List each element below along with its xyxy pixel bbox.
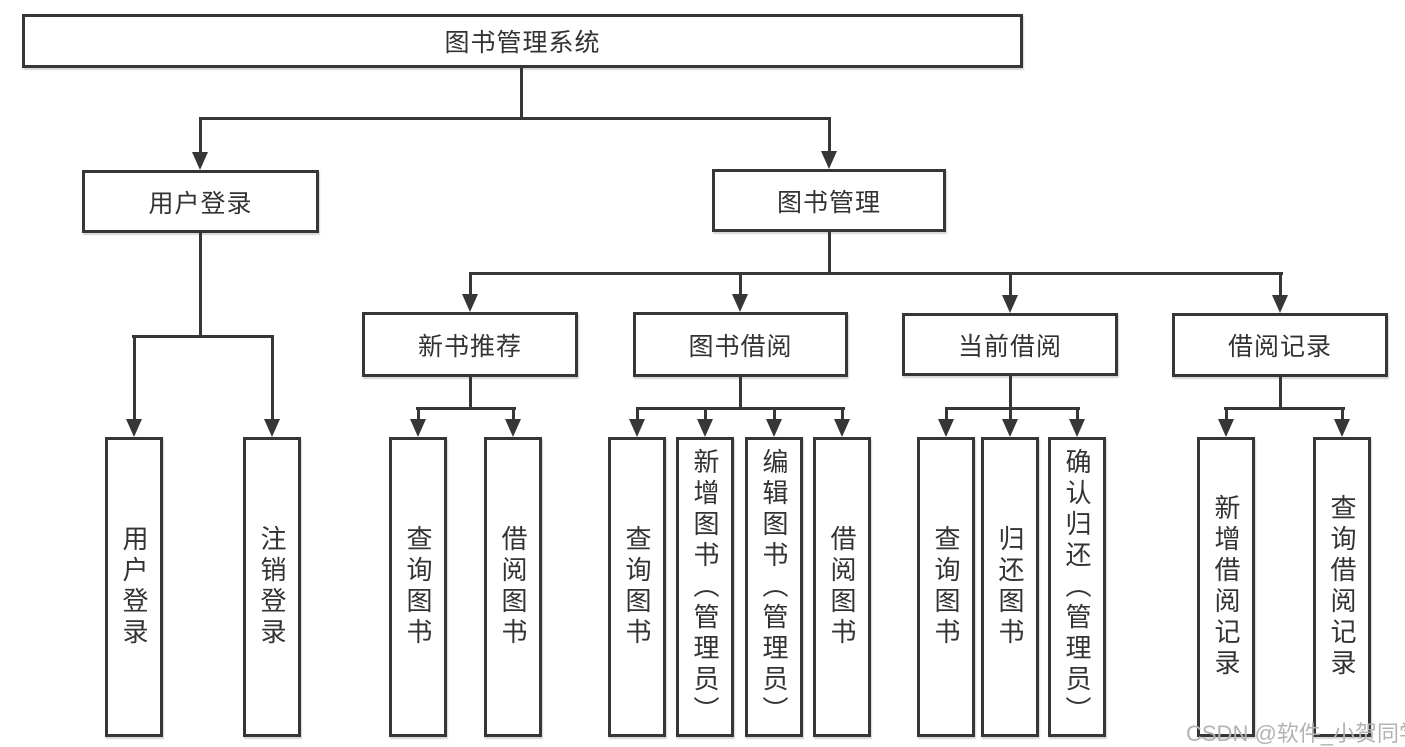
leaf-query-borrow-record: 查询借阅记录	[1313, 437, 1371, 737]
node-book-management-label: 图书管理	[776, 188, 881, 217]
leaf-user-login: 用户登录	[105, 437, 163, 737]
node-root-label: 图书管理系统	[444, 29, 601, 57]
leaf-edit-book-admin: 编辑图书（管理员）	[745, 437, 803, 737]
leaf-logout: 注销登录	[243, 437, 301, 737]
leaf-return-books-label: 归还图书	[995, 525, 1025, 649]
connector-shaft	[271, 338, 274, 421]
connector-shaft	[739, 275, 742, 296]
arrowhead-down-icon	[697, 419, 713, 437]
arrowhead-down-icon	[126, 419, 142, 437]
connector-stem-user-login	[199, 233, 202, 335]
connector-shaft	[1076, 410, 1079, 421]
leaf-query-books-borrow-label: 查询图书	[622, 525, 652, 649]
node-current-borrow-label: 当前借阅	[957, 332, 1062, 361]
connector-shaft	[199, 120, 202, 154]
leaf-query-books-borrow: 查询图书	[608, 437, 666, 737]
arrowhead-down-icon	[1069, 419, 1085, 437]
node-user-login-label: 用户登录	[148, 189, 253, 218]
arrowhead-down-icon	[410, 419, 426, 437]
node-borrow-records: 借阅记录	[1172, 313, 1388, 377]
connector-shaft	[704, 410, 707, 421]
arrowhead-down-icon	[192, 152, 208, 170]
leaf-logout-label: 注销登录	[257, 525, 287, 649]
connector-shaft	[417, 410, 420, 421]
arrowhead-down-icon	[1002, 295, 1018, 313]
connector-shaft	[1009, 275, 1012, 296]
arrowhead-down-icon	[766, 419, 782, 437]
leaf-borrow-books-recommend: 借阅图书	[484, 437, 542, 737]
node-new-book-recommend: 新书推荐	[362, 312, 578, 377]
arrowhead-down-icon	[1002, 419, 1018, 437]
arrowhead-down-icon	[732, 294, 748, 312]
node-new-book-recommend-label: 新书推荐	[417, 332, 522, 361]
connector-rail-current-borrow	[945, 407, 1080, 410]
connector-rail-user-login	[132, 335, 274, 338]
arrowhead-down-icon	[1218, 419, 1234, 437]
connector-stem-borrow-records	[1279, 377, 1282, 410]
leaf-borrow-books-label: 借阅图书	[827, 525, 857, 649]
arrowhead-down-icon	[264, 419, 280, 437]
arrowhead-down-icon	[462, 294, 478, 312]
leaf-query-books-current: 查询图书	[917, 437, 975, 737]
arrowhead-down-icon	[505, 419, 521, 437]
node-user-login: 用户登录	[82, 170, 319, 233]
connector-shaft	[636, 410, 639, 421]
connector-shaft	[841, 410, 844, 421]
arrowhead-down-icon	[821, 151, 837, 169]
leaf-query-books-current-label: 查询图书	[931, 525, 961, 649]
arrowhead-down-icon	[938, 419, 954, 437]
leaf-confirm-return-admin: 确认归还（管理员）	[1048, 437, 1106, 737]
leaf-query-borrow-record-label: 查询借阅记录	[1327, 494, 1357, 680]
arrowhead-down-icon	[1272, 295, 1288, 313]
leaf-query-books-recommend-label: 查询图书	[403, 525, 433, 649]
connector-shaft	[1279, 275, 1282, 296]
node-book-borrow-label: 图书借阅	[688, 332, 793, 361]
connector-shaft	[945, 410, 948, 421]
connector-rail-borrow-records	[1224, 407, 1345, 410]
arrowhead-down-icon	[629, 419, 645, 437]
node-book-borrow: 图书借阅	[633, 312, 848, 377]
node-root: 图书管理系统	[22, 14, 1023, 68]
leaf-add-borrow-record: 新增借阅记录	[1197, 437, 1255, 737]
node-borrow-records-label: 借阅记录	[1227, 333, 1332, 361]
watermark: CSDN @软件_小贺同学	[1186, 721, 1405, 746]
connector-stem-new-book	[469, 377, 472, 410]
connector-shaft	[512, 410, 515, 421]
connector-shaft	[133, 338, 136, 421]
leaf-borrow-books: 借阅图书	[813, 437, 871, 737]
node-book-management: 图书管理	[712, 169, 946, 232]
connector-stem-book-management	[828, 232, 831, 272]
arrowhead-down-icon	[834, 419, 850, 437]
node-current-borrow: 当前借阅	[902, 313, 1118, 376]
connector-rail-book-borrow	[636, 407, 845, 410]
connector-rail-level2	[199, 117, 831, 120]
leaf-borrow-books-recommend-label: 借阅图书	[498, 525, 528, 649]
leaf-add-borrow-record-label: 新增借阅记录	[1211, 494, 1241, 680]
connector-rail-level3	[469, 272, 1283, 275]
connector-shaft	[828, 120, 831, 153]
connector-rail-new-book	[416, 407, 516, 410]
leaf-add-book-admin-label: 新增图书（管理员）	[690, 447, 720, 727]
leaf-add-book-admin: 新增图书（管理员）	[676, 437, 734, 737]
leaf-user-login-label: 用户登录	[119, 525, 149, 649]
connector-shaft	[1009, 410, 1012, 421]
connector-shaft	[469, 275, 472, 296]
leaf-query-books-recommend: 查询图书	[389, 437, 447, 737]
connector-stem-current-borrow	[1009, 376, 1012, 410]
connector-stem-root	[520, 68, 523, 117]
leaf-return-books: 归还图书	[981, 437, 1039, 737]
connector-shaft	[1225, 410, 1228, 421]
arrowhead-down-icon	[1334, 419, 1350, 437]
leaf-edit-book-admin-label: 编辑图书（管理员）	[759, 447, 789, 727]
leaf-confirm-return-admin-label: 确认归还（管理员）	[1062, 447, 1092, 727]
connector-stem-book-borrow	[739, 377, 742, 410]
connector-shaft	[1341, 410, 1344, 421]
connector-shaft	[773, 410, 776, 421]
